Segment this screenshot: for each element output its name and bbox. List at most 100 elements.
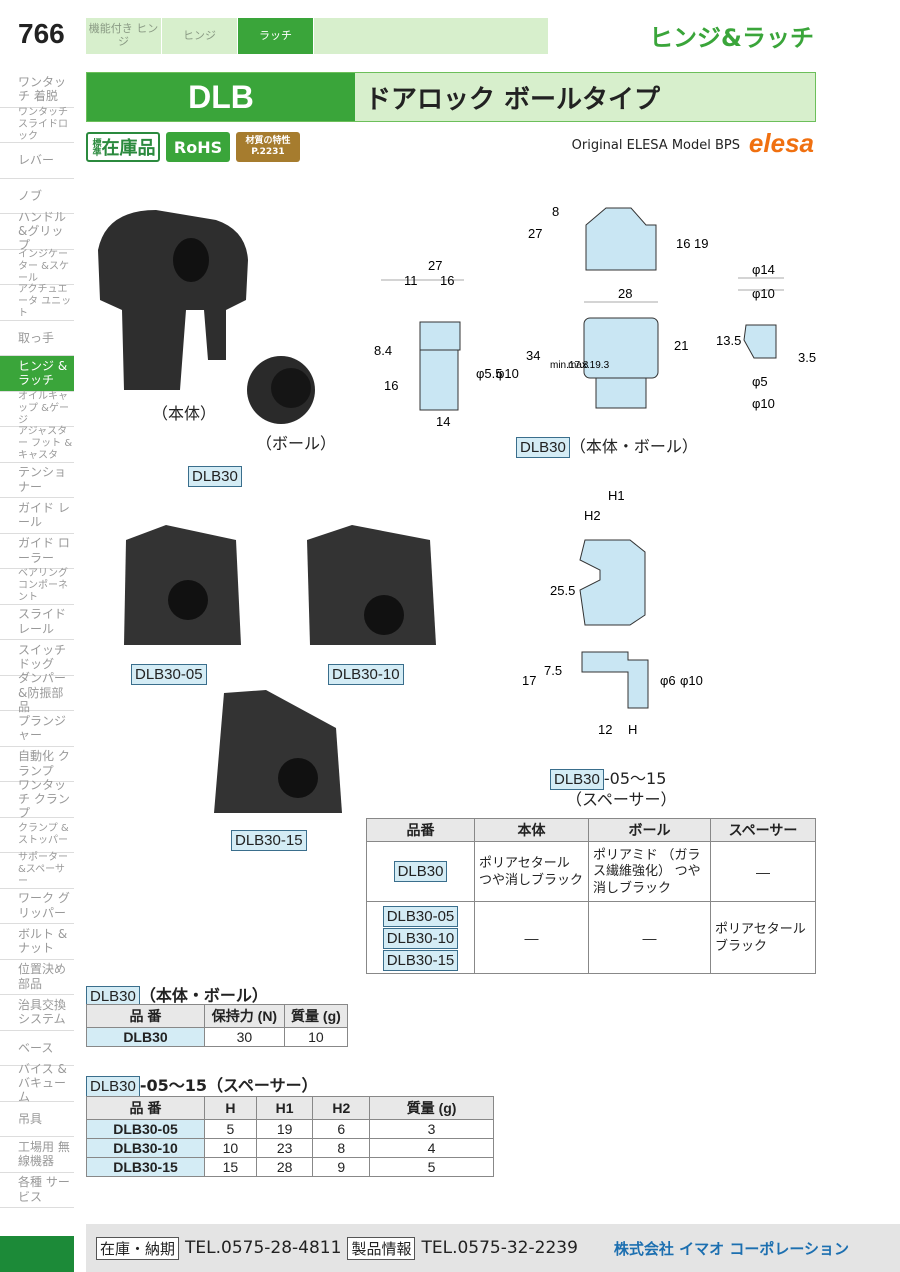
table2-row1-h1: 19 bbox=[255, 1119, 314, 1139]
sidebar-item-28[interactable]: バイス &バキューム bbox=[0, 1062, 74, 1104]
drawing2-caption-spacer: （スペーサー） bbox=[566, 790, 677, 809]
table2-row3-mass: 5 bbox=[369, 1157, 494, 1177]
stock-badge-small: 標準 bbox=[90, 138, 101, 156]
sidebar-item-15[interactable]: スライド レール bbox=[0, 605, 74, 640]
spec-header-code: 品番 bbox=[366, 818, 475, 842]
sidebar-item-5[interactable]: インジケーター &スケール bbox=[0, 249, 74, 285]
sidebar-item-10[interactable]: アジャスター フット &キャスタ bbox=[0, 426, 74, 463]
table2-title: DLB30-05〜15（スペーサー） bbox=[86, 1072, 318, 1097]
drawing1-dim-19: 13.5 bbox=[716, 333, 741, 348]
table2-row2-h2: 8 bbox=[312, 1138, 371, 1158]
table2-row2-h1: 23 bbox=[255, 1138, 314, 1158]
sidebar-item-13[interactable]: ガイド ローラー bbox=[0, 534, 74, 569]
sidebar-item-24[interactable]: ボルト &ナット bbox=[0, 924, 74, 960]
tab-hinge[interactable]: ヒンジ bbox=[162, 18, 238, 54]
sidebar-item-3[interactable]: ノブ bbox=[0, 179, 74, 214]
table2-row3-h: 15 bbox=[204, 1157, 257, 1177]
table2-row2-code: DLB30-10 bbox=[86, 1138, 205, 1158]
spec-header-body: 本体 bbox=[474, 818, 589, 842]
body-caption: （本体） bbox=[152, 404, 217, 423]
drawing1-dim-15: min.17.8 bbox=[550, 360, 589, 371]
photo-label-dlb30-15: DLB30-15 bbox=[231, 830, 307, 851]
sidebar-item-2[interactable]: レバー bbox=[0, 143, 74, 179]
sidebar-item-20[interactable]: ワンタッチ クランプ bbox=[0, 778, 74, 820]
material-badge-line2: P.2231 bbox=[251, 147, 285, 157]
drawing1-dim-7: 14 bbox=[436, 414, 450, 429]
sidebar-item-25[interactable]: 位置決め 部品 bbox=[0, 960, 74, 995]
sidebar-item-6[interactable]: アクチュエータ ユニット bbox=[0, 284, 74, 321]
spec-row2-code-15: DLB30-15 bbox=[382, 949, 459, 971]
spec-row1-body: ポリアセタール つや消しブラック bbox=[474, 841, 589, 902]
tab-latch[interactable]: ラッチ bbox=[238, 18, 314, 54]
sidebar-item-0[interactable]: ワンタッチ 着脱 bbox=[0, 72, 74, 108]
sidebar-item-11[interactable]: テンショナー bbox=[0, 463, 74, 498]
sidebar-item-8[interactable]: ヒンジ &ラッチ bbox=[0, 356, 74, 392]
footer-stock-tel[interactable]: TEL.0575-28-4811 bbox=[185, 1238, 342, 1258]
sidebar-item-7[interactable]: 取っ手 bbox=[0, 321, 74, 356]
spec-row2-code-10: DLB30-10 bbox=[382, 927, 459, 949]
table2-row1-h: 5 bbox=[204, 1119, 257, 1139]
sidebar-item-4[interactable]: ハンドル &グリップ bbox=[0, 210, 74, 252]
sidebar-item-21[interactable]: クランプ &ストッパー bbox=[0, 818, 74, 853]
drawing2-dim-8: H bbox=[628, 722, 637, 737]
photo-label-dlb30-10: DLB30-10 bbox=[328, 664, 404, 685]
sidebar-item-23[interactable]: ワーク グリッパー bbox=[0, 889, 74, 924]
table-dlb30: 品 番 保持力 (N) 質量 (g) DLB30 30 10 bbox=[86, 1004, 349, 1047]
sidebar-item-19[interactable]: 自動化 クランプ bbox=[0, 747, 74, 782]
table2-title-tag: DLB30 bbox=[86, 1076, 140, 1097]
sidebar-item-18[interactable]: プランジャー bbox=[0, 711, 74, 747]
table1-header-code: 品 番 bbox=[86, 1004, 205, 1028]
tab-functional-hinge[interactable]: 機能付き ヒンジ bbox=[86, 18, 162, 54]
drawing2-dim-5: φ6 bbox=[660, 673, 676, 688]
sidebar-item-17[interactable]: ダンパー &防振部品 bbox=[0, 671, 74, 714]
sidebar-item-12[interactable]: ガイド レール bbox=[0, 498, 74, 534]
sidebar-bottom-bar bbox=[0, 1236, 74, 1272]
sidebar-item-29[interactable]: 吊具 bbox=[0, 1102, 74, 1137]
spec-row1-spacer: ― bbox=[710, 841, 816, 902]
table1-header-force: 保持力 (N) bbox=[204, 1004, 285, 1028]
stock-badge-label: 在庫品 bbox=[101, 138, 156, 159]
sidebar-item-27[interactable]: ベース bbox=[0, 1031, 74, 1066]
sidebar-item-22[interactable]: サポーター &スペーサー bbox=[0, 852, 74, 889]
spec-row2-code-05: DLB30-05 bbox=[382, 905, 459, 927]
drawing2-dim-2: 25.5 bbox=[550, 583, 575, 598]
ball-caption: （ボール） bbox=[256, 434, 337, 453]
sidebar-item-30[interactable]: 工場用 無線機器 bbox=[0, 1137, 74, 1173]
table2-row3-code: DLB30-15 bbox=[86, 1157, 205, 1177]
drawing1-dim-17: φ14 bbox=[752, 262, 775, 277]
spec-row2-body: ― bbox=[474, 901, 589, 974]
sidebar-item-14[interactable]: ベアリング コンポーネント bbox=[0, 568, 74, 605]
table2-row2-h: 10 bbox=[204, 1138, 257, 1158]
sidebar-item-9[interactable]: オイルキャップ &ゲージ bbox=[0, 391, 74, 427]
drawing1-dim-11: 19 bbox=[694, 236, 708, 251]
drawing1-dim-14: 21 bbox=[674, 338, 688, 353]
drawing1-dim-22: φ10 bbox=[752, 396, 775, 411]
product-photo-body-ball bbox=[98, 210, 315, 424]
spec-row1-ball: ポリアミド （ガラス繊維強化） つや消しブラック bbox=[588, 841, 711, 902]
product-name: ドアロック ボールタイプ bbox=[355, 73, 815, 121]
table2-header-code: 品 番 bbox=[86, 1096, 205, 1120]
table2-row3-h1: 28 bbox=[255, 1157, 314, 1177]
table1-row-force: 30 bbox=[204, 1027, 285, 1047]
category-title: ヒンジ&ラッチ bbox=[649, 24, 814, 52]
drawing2-dim-0: H1 bbox=[608, 488, 625, 503]
table1-title-text: （本体・ボール） bbox=[139, 986, 268, 1005]
drawing1-dim-21: φ5 bbox=[752, 374, 768, 389]
material-spec-table: 品番 本体 ボール スペーサー DLB30 ポリアセタール つや消しブラック ポ… bbox=[366, 818, 816, 974]
sidebar-item-1[interactable]: ワンタッチ スライドロック bbox=[0, 107, 74, 143]
product-photo-dlb30-10 bbox=[307, 525, 436, 645]
sidebar-item-16[interactable]: スイッチ ドッグ bbox=[0, 640, 74, 676]
table2-header-h1: H1 bbox=[255, 1096, 314, 1120]
footer-info-label: 製品情報 bbox=[347, 1236, 416, 1260]
table2-header-mass: 質量 (g) bbox=[369, 1096, 494, 1120]
drawing2-dim-7: 12 bbox=[598, 722, 612, 737]
sidebar-item-31[interactable]: 各種 サービス bbox=[0, 1173, 74, 1208]
drawing1-caption-text: （本体・ボール） bbox=[569, 437, 698, 456]
footer-info-tel[interactable]: TEL.0575-32-2239 bbox=[421, 1238, 578, 1258]
table2-header-h2: H2 bbox=[312, 1096, 371, 1120]
company-logo: 株式会社 イマオ コーポレーション bbox=[613, 1239, 850, 1258]
sidebar-item-26[interactable]: 治具交換 システム bbox=[0, 995, 74, 1031]
spec-header-ball: ボール bbox=[588, 818, 711, 842]
